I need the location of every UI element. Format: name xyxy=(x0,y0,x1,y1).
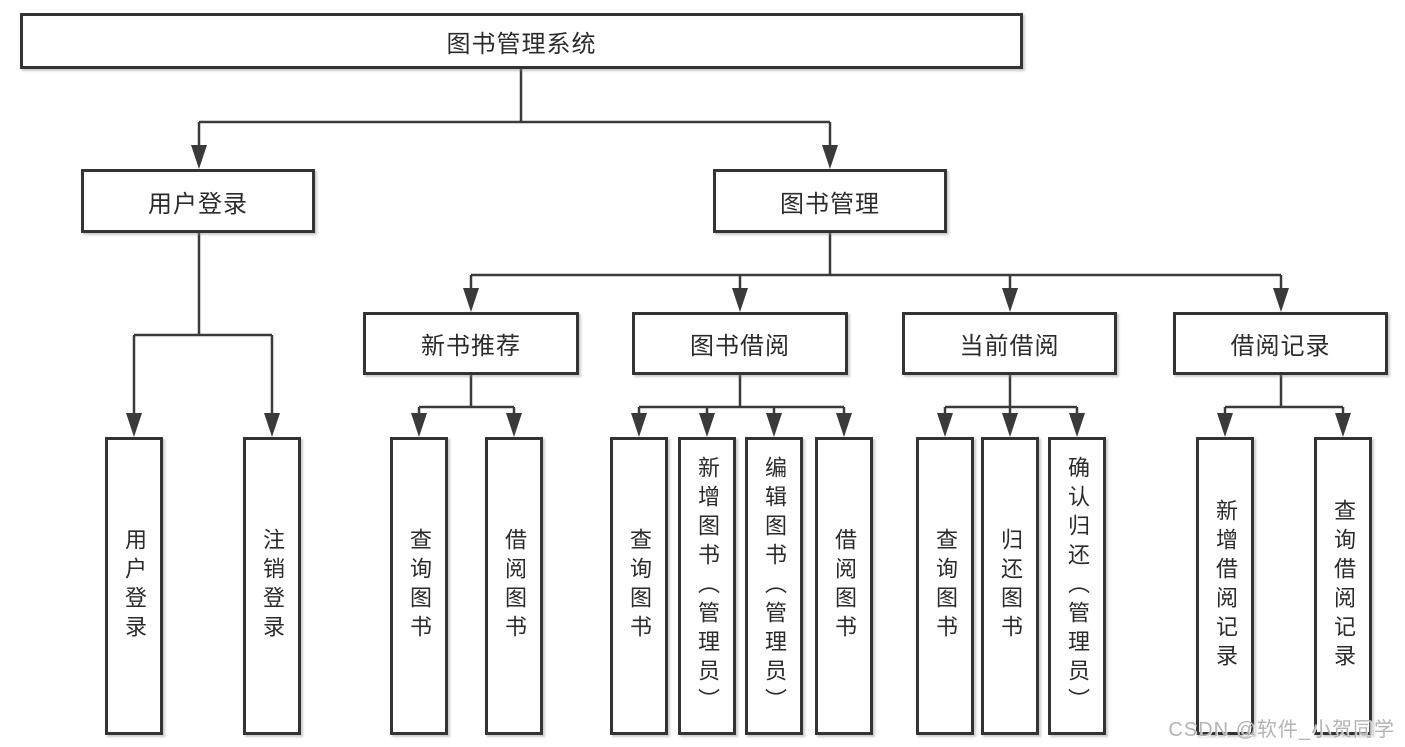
node-leaf-search-books-borrowing: 查询图书 xyxy=(610,437,668,735)
node-library-management-system-label: 图书管理系统 xyxy=(446,30,597,58)
connector-root-to-level2 xyxy=(197,69,832,152)
node-current-borrowing-label: 当前借阅 xyxy=(959,333,1060,360)
node-leaf-borrow-books-label: 借阅图书 xyxy=(832,528,857,644)
arrowhead-icon xyxy=(126,413,142,437)
node-leaf-edit-books-admin-label: 编辑图书（管理员） xyxy=(762,455,787,717)
node-leaf-user-login: 用户登录 xyxy=(105,437,163,735)
node-library-management-system: 图书管理系统 xyxy=(20,13,1023,69)
node-user-login-branch: 用户登录 xyxy=(81,169,315,233)
arrowhead-icon xyxy=(699,413,715,437)
node-book-borrowing-label: 图书借阅 xyxy=(690,333,790,360)
arrowhead-icon xyxy=(1217,413,1233,437)
node-book-management-branch: 图书管理 xyxy=(713,169,947,233)
arrowhead-icon xyxy=(1335,413,1351,437)
arrowhead-icon xyxy=(506,413,522,437)
node-current-borrowing: 当前借阅 xyxy=(902,312,1117,375)
node-leaf-search-books-current-label: 查询图书 xyxy=(933,528,958,644)
node-book-management-branch-label: 图书管理 xyxy=(780,190,880,218)
node-leaf-return-books-label: 归还图书 xyxy=(998,528,1023,644)
node-leaf-logout-label: 注销登录 xyxy=(260,528,285,644)
arrowhead-icon xyxy=(732,288,748,312)
arrowhead-icon xyxy=(766,413,782,437)
node-leaf-search-books-recommend-label: 查询图书 xyxy=(407,528,432,644)
arrowhead-icon xyxy=(631,413,647,437)
connector-new-book-recommend-to-leaves xyxy=(417,375,516,420)
connector-user-login-to-leaves xyxy=(132,233,274,420)
node-leaf-return-books: 归还图书 xyxy=(981,437,1039,735)
node-leaf-confirm-return-admin: 确认归还（管理员） xyxy=(1048,437,1106,735)
node-leaf-logout: 注销登录 xyxy=(243,437,301,735)
arrowhead-icon xyxy=(1069,413,1085,437)
node-book-borrowing: 图书借阅 xyxy=(632,312,848,375)
node-new-book-recommend-label: 新书推荐 xyxy=(421,333,521,360)
arrowhead-icon xyxy=(1273,288,1289,312)
arrowhead-icon xyxy=(463,288,479,312)
node-leaf-search-borrow-record: 查询借阅记录 xyxy=(1314,437,1372,735)
connector-book-management-to-level3 xyxy=(469,233,1283,295)
arrowhead-icon xyxy=(937,413,953,437)
node-leaf-add-books-admin: 新增图书（管理员） xyxy=(678,437,736,735)
arrowhead-icon xyxy=(822,145,838,169)
node-leaf-borrow-books: 借阅图书 xyxy=(815,437,873,735)
arrowhead-icon xyxy=(264,413,280,437)
arrowheads xyxy=(126,145,1351,437)
node-borrowing-records-label: 借阅记录 xyxy=(1230,333,1331,360)
node-leaf-user-login-label: 用户登录 xyxy=(122,528,147,644)
node-borrowing-records: 借阅记录 xyxy=(1173,312,1388,375)
csdn-watermark: CSDN @软件_小贺同学 xyxy=(1168,719,1395,741)
arrowhead-icon xyxy=(1002,413,1018,437)
node-leaf-borrow-books-recommend-label: 借阅图书 xyxy=(502,528,527,644)
arrowhead-icon xyxy=(1002,288,1018,312)
connector-paths xyxy=(132,69,1345,420)
node-leaf-search-borrow-record-label: 查询借阅记录 xyxy=(1331,499,1356,673)
node-leaf-add-borrow-record: 新增借阅记录 xyxy=(1196,437,1254,735)
node-leaf-edit-books-admin: 编辑图书（管理员） xyxy=(745,437,803,735)
node-leaf-search-books-borrowing-label: 查询图书 xyxy=(627,528,652,644)
connector-borrowing-records-to-leaves xyxy=(1223,375,1345,420)
node-leaf-confirm-return-admin-label: 确认归还（管理员） xyxy=(1065,455,1090,717)
node-leaf-add-borrow-record-label: 新增借阅记录 xyxy=(1213,499,1238,673)
arrowhead-icon xyxy=(191,145,207,169)
node-leaf-borrow-books-recommend: 借阅图书 xyxy=(485,437,543,735)
node-leaf-add-books-admin-label: 新增图书（管理员） xyxy=(695,455,720,717)
arrowhead-icon xyxy=(836,413,852,437)
arrowhead-icon xyxy=(411,413,427,437)
node-user-login-branch-label: 用户登录 xyxy=(148,190,248,218)
node-new-book-recommend: 新书推荐 xyxy=(363,312,579,375)
node-leaf-search-books-current: 查询图书 xyxy=(916,437,974,735)
connector-book-borrowing-to-leaves xyxy=(637,375,846,420)
node-leaf-search-books-recommend: 查询图书 xyxy=(390,437,448,735)
